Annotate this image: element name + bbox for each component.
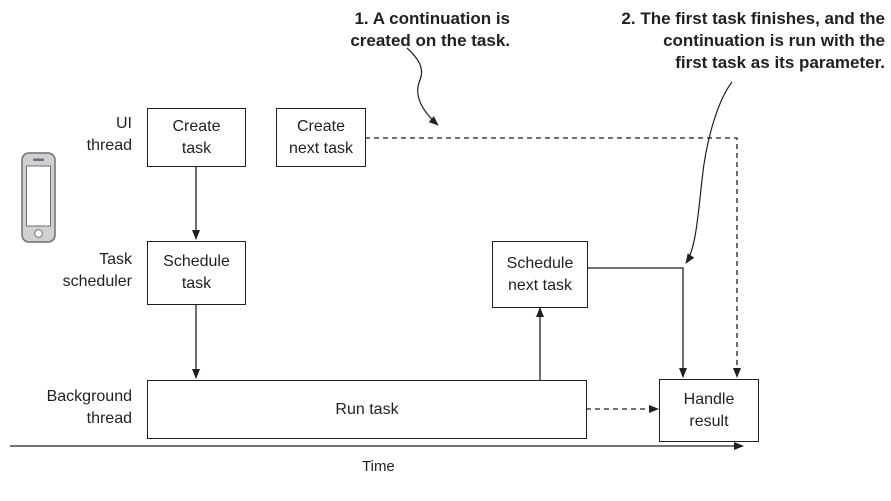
callout-step1: 1. A continuation is created on the task… [350,9,510,50]
run-task-label: Run task [335,400,399,418]
schedule-next-task-box: Schedule next task [492,241,588,308]
callout2-pointer [685,81,733,264]
handle-result-label: Handle result [683,390,735,430]
create-task-label: Create task [172,117,221,157]
handle-result-box: Handle result [659,379,759,442]
arrow-create-next-dashed [365,137,741,378]
create-next-task-label: Create next task [288,117,354,157]
callout-step2: 2. The first task finishes, and the cont… [621,9,885,72]
create-next-task-box: Create next task [276,108,366,167]
arrow-schedule-next-to-handle [587,267,687,378]
time-axis-label: Time [362,458,395,475]
schedule-task-label: Schedule task [163,253,230,292]
run-task-box: Run task [147,380,587,439]
callout1-pointer [406,47,439,126]
schedule-task-box: Schedule task [147,241,246,305]
phone-icon [21,152,56,243]
lane-label-ui-thread: UI thread [86,115,132,154]
create-task-box: Create task [147,108,246,167]
lane-label-task-scheduler: Task scheduler [62,251,132,290]
schedule-next-task-label: Schedule next task [506,254,574,294]
lane-label-background-thread: Background thread [46,388,132,427]
